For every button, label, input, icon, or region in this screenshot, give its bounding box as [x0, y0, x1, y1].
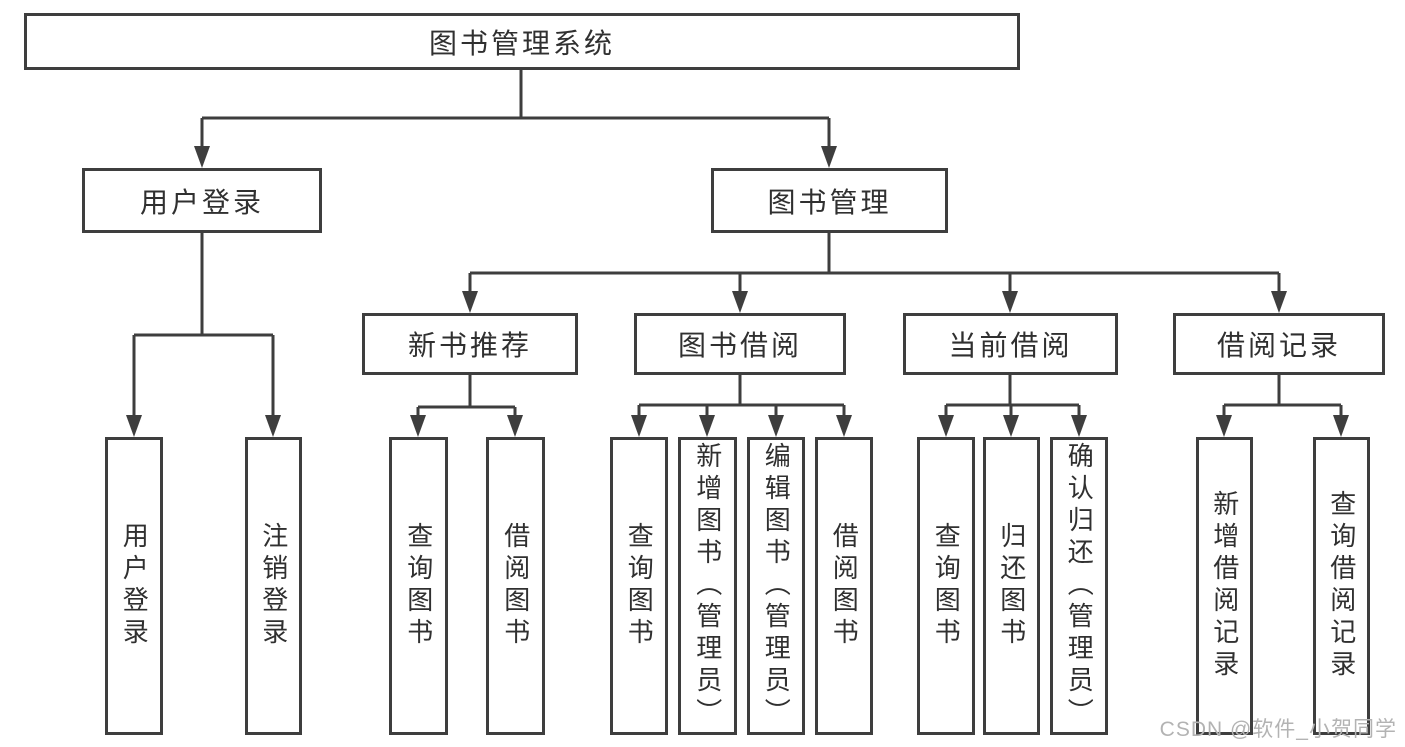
arrowhead: [732, 291, 748, 313]
connector-borrow-records-to-leaves: [1222, 375, 1343, 419]
arrowhead: [265, 415, 281, 437]
arrowhead: [699, 415, 715, 437]
node-new-book-recommend: 新书推荐: [362, 313, 578, 375]
arrowhead: [938, 415, 954, 437]
leaf-borrow-books-recommend: 借阅图书: [486, 437, 545, 735]
leaf-logout: 注销登录: [245, 437, 302, 735]
leaf-user-login-label: 用户登录: [119, 522, 150, 650]
leaf-user-login: 用户登录: [105, 437, 163, 735]
arrowhead: [1002, 291, 1018, 313]
node-book-borrow: 图书借阅: [634, 313, 846, 375]
arrowhead: [194, 146, 210, 168]
csdn-watermark: CSDN @软件_小贺同学: [1159, 718, 1397, 741]
leaf-confirm-return-admin: 确认归还（管理员）: [1050, 437, 1108, 735]
leaf-query-books-borrow: 查询图书: [610, 437, 668, 735]
node-root-label: 图书管理系统: [428, 27, 615, 59]
leaf-return-books: 归还图书: [983, 437, 1040, 735]
leaf-add-borrow-record: 新增借阅记录: [1196, 437, 1253, 735]
node-book-borrow-label: 图书借阅: [677, 330, 802, 361]
leaf-query-books-current: 查询图书: [917, 437, 975, 735]
leaf-borrow-books-recommend-label: 借阅图书: [500, 522, 531, 650]
arrowhead: [821, 146, 837, 168]
node-book-management-label: 图书管理: [767, 186, 892, 218]
node-current-borrow-label: 当前借阅: [948, 330, 1073, 361]
connector-user-login-to-leaves: [132, 233, 275, 419]
arrowhead: [768, 415, 784, 437]
arrowhead: [1003, 415, 1019, 437]
arrowhead: [631, 415, 647, 437]
arrowhead: [507, 415, 523, 437]
leaf-add-books-admin-label: 新增图书（管理员）: [692, 442, 723, 730]
arrowhead: [462, 291, 478, 313]
arrowhead: [1071, 415, 1087, 437]
leaf-query-borrow-record: 查询借阅记录: [1313, 437, 1370, 735]
connector-book-management-to-level3: [468, 233, 1281, 295]
connector-root-to-level2: [200, 70, 831, 150]
leaf-edit-books-admin: 编辑图书（管理员）: [747, 437, 805, 735]
leaf-query-books-recommend: 查询图书: [389, 437, 448, 735]
leaf-borrow-books: 借阅图书: [815, 437, 873, 735]
leaf-return-books-label: 归还图书: [996, 522, 1027, 650]
arrowhead: [1216, 415, 1232, 437]
connector-current-borrow-to-leaves: [944, 375, 1081, 419]
arrowhead: [126, 415, 142, 437]
connector-new-books-to-leaves: [416, 375, 517, 419]
leaf-query-books-borrow-label: 查询图书: [624, 522, 655, 650]
connector-book-borrow-to-leaves: [637, 375, 846, 419]
leaf-confirm-return-admin-label: 确认归还（管理员）: [1064, 442, 1095, 730]
leaf-edit-books-admin-label: 编辑图书（管理员）: [761, 442, 792, 730]
leaf-borrow-books-label: 借阅图书: [829, 522, 860, 650]
node-current-borrow: 当前借阅: [903, 313, 1118, 375]
node-user-login-label: 用户登录: [139, 186, 264, 218]
arrowhead: [1333, 415, 1349, 437]
node-book-management: 图书管理: [711, 168, 948, 233]
arrowhead: [836, 415, 852, 437]
node-root: 图书管理系统: [24, 13, 1020, 70]
leaf-logout-label: 注销登录: [258, 522, 289, 650]
arrowheads: [126, 146, 1349, 437]
arrowhead: [410, 415, 426, 437]
leaf-add-books-admin: 新增图书（管理员）: [678, 437, 737, 735]
node-new-book-recommend-label: 新书推荐: [407, 330, 532, 361]
node-borrow-records: 借阅记录: [1173, 313, 1385, 375]
leaf-add-borrow-record-label: 新增借阅记录: [1209, 490, 1240, 682]
leaf-query-books-current-label: 查询图书: [931, 522, 962, 650]
arrowhead: [1271, 291, 1287, 313]
node-user-login: 用户登录: [82, 168, 322, 233]
node-borrow-records-label: 借阅记录: [1216, 330, 1341, 361]
leaf-query-books-recommend-label: 查询图书: [403, 522, 434, 650]
leaf-query-borrow-record-label: 查询借阅记录: [1326, 490, 1357, 682]
